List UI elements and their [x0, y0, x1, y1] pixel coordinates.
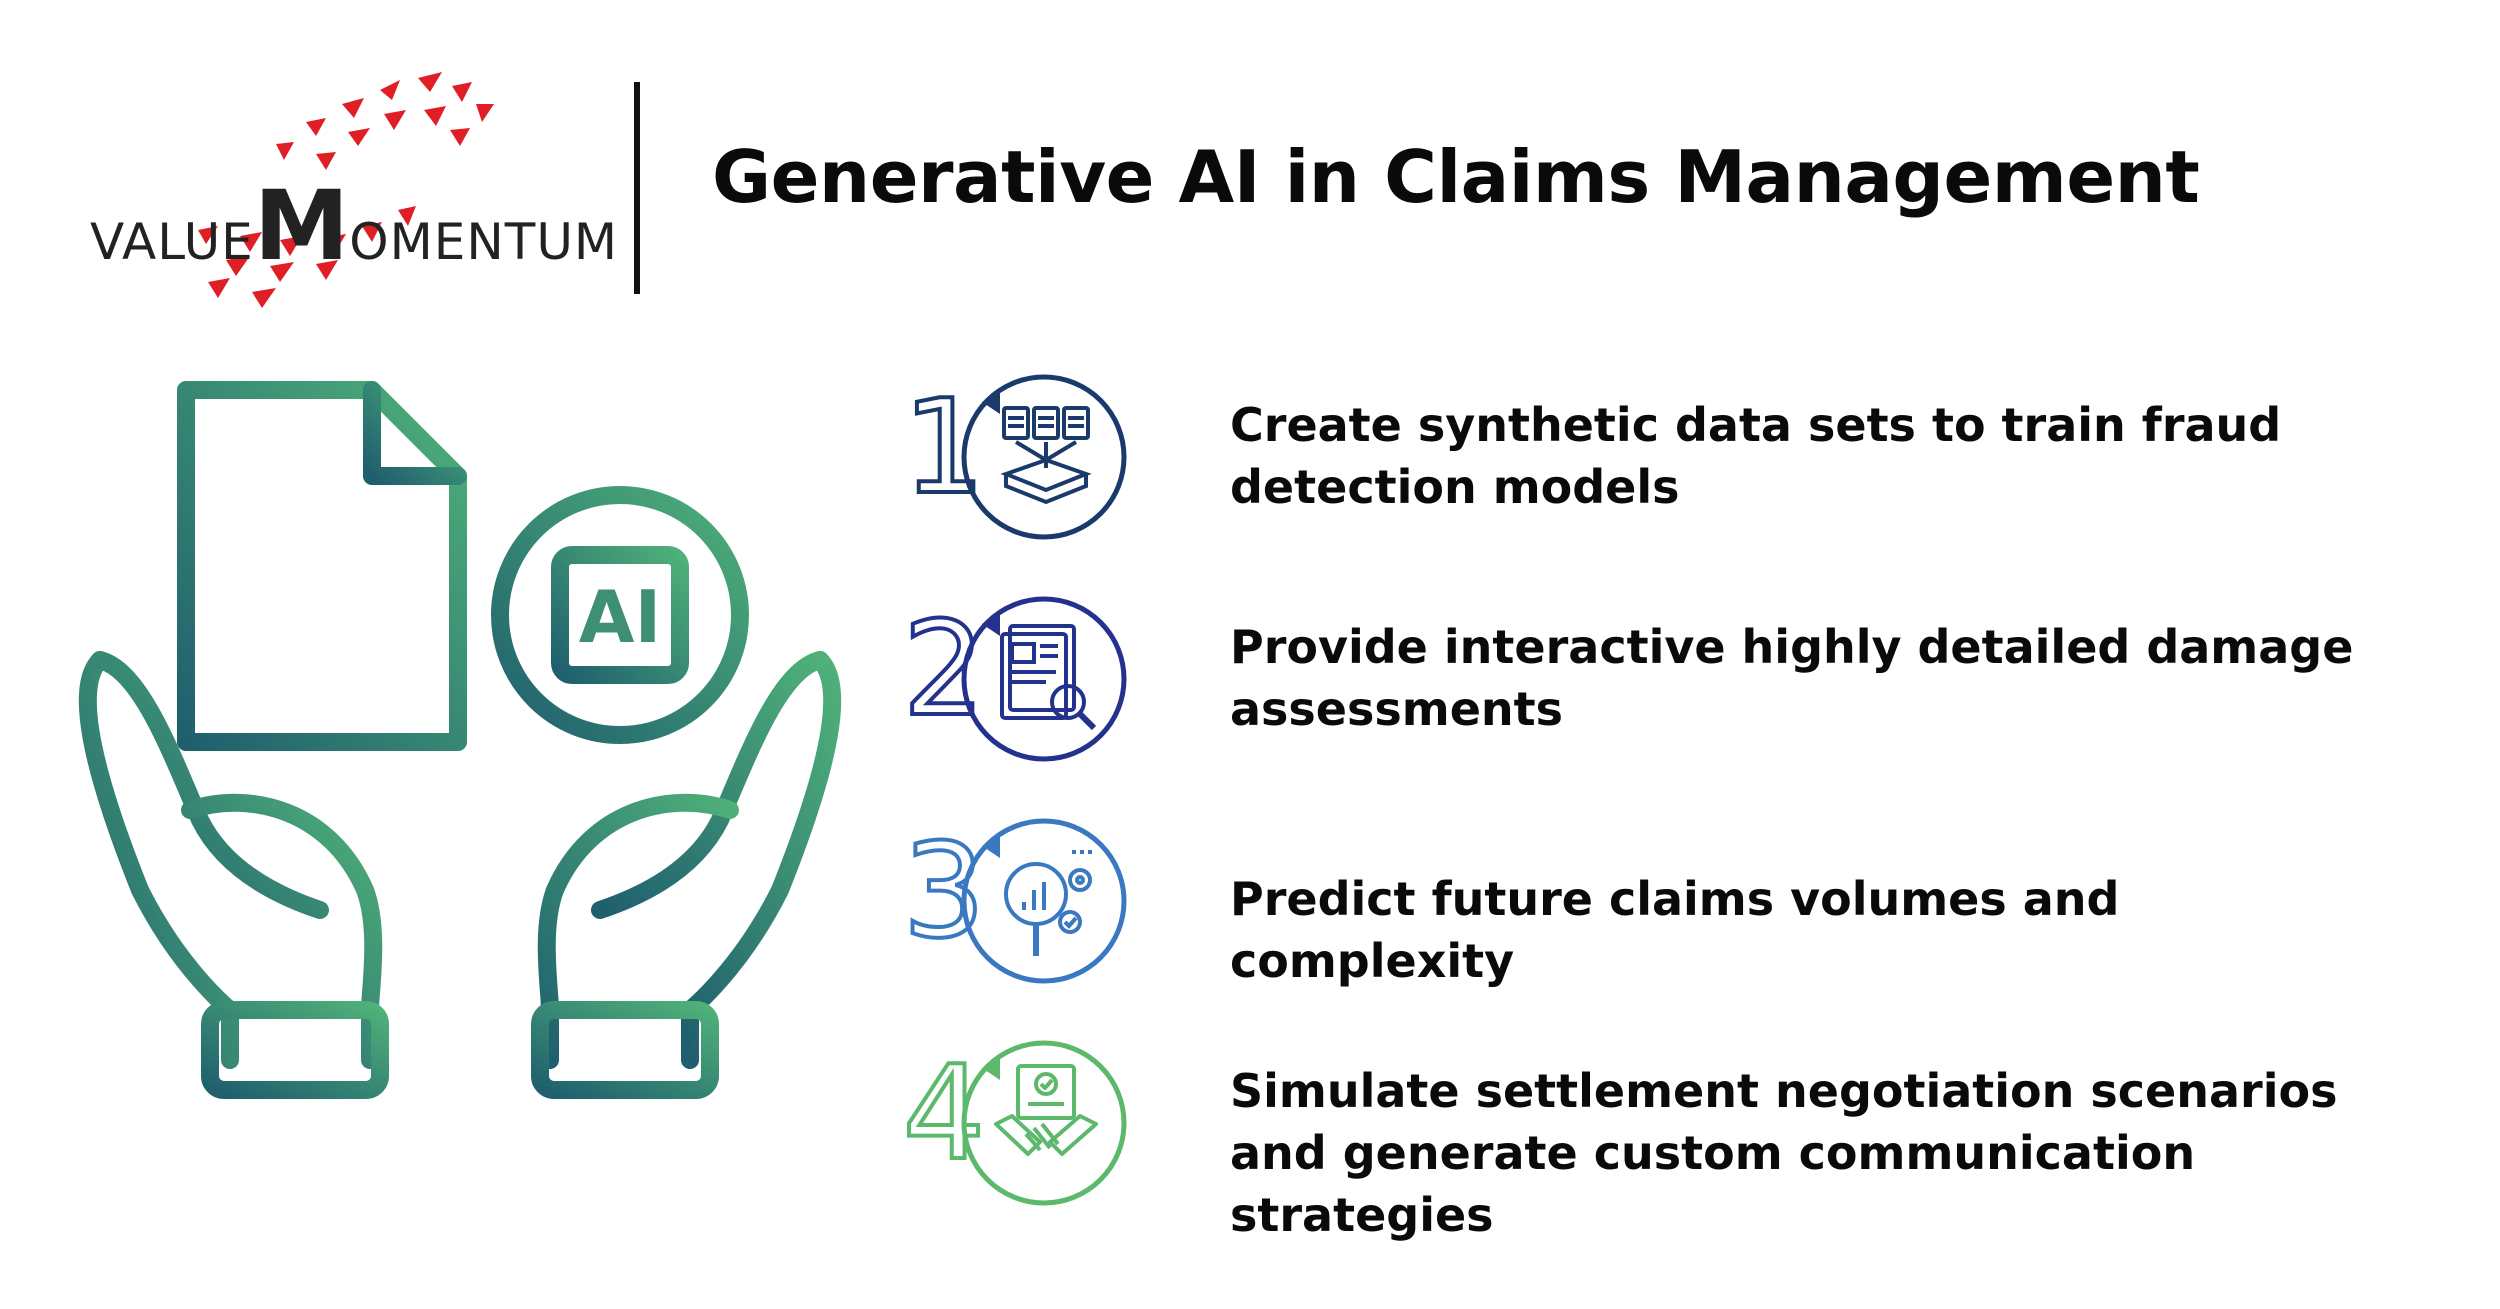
logo-suffix: OMENTUM — [349, 213, 619, 271]
item-number: 4 — [903, 1037, 986, 1189]
item-badge: 1 — [901, 369, 1127, 540]
item-badge: 2 — [901, 591, 1127, 762]
page-title: Generative AI in Claims Management — [712, 135, 2200, 219]
ai-chip-icon — [491, 486, 749, 744]
handshake-icon — [994, 1064, 1098, 1156]
item-text: Predict future claims volumes and comple… — [1230, 872, 2120, 988]
item-number: 3 — [903, 815, 986, 967]
list-item: 1 Create synthetic data sets to train fr… — [900, 362, 2400, 562]
logo-prefix: VALUE — [90, 213, 254, 271]
open-hands-icon — [78, 651, 842, 1099]
data-sets-icon — [1000, 406, 1092, 505]
document-search-icon — [1000, 624, 1097, 731]
item-number: 1 — [903, 371, 986, 523]
hero-illustration: AI — [78, 381, 842, 1099]
document-icon — [177, 381, 467, 751]
item-number: 2 — [903, 593, 986, 745]
item-text: Create synthetic data sets to train frau… — [1230, 398, 2282, 514]
logo-big-letter: M — [253, 170, 350, 282]
analytics-icon — [1004, 850, 1092, 956]
ai-chip-label: AI — [579, 575, 662, 659]
header-divider — [634, 82, 640, 294]
item-badge: 3 — [901, 813, 1127, 984]
item-badge: 4 — [901, 1035, 1127, 1206]
logo-triangles-icon — [198, 72, 494, 308]
brand-logo: VALUEMOMENTUM — [80, 70, 617, 310]
logo-wordmark: VALUEMOMENTUM — [90, 170, 618, 282]
item-text: Provide interactive highly detailed dama… — [1230, 620, 2354, 736]
list-item: 4 Simulate settlement negotiation scenar… — [900, 1028, 2400, 1242]
item-text: Simulate settlement negotiation scenario… — [1230, 1064, 2338, 1242]
list-item: 3 Predict future claims volumes and comp… — [900, 806, 2400, 1006]
list-item: 2 Provide interactive highly detailed da… — [900, 584, 2400, 784]
